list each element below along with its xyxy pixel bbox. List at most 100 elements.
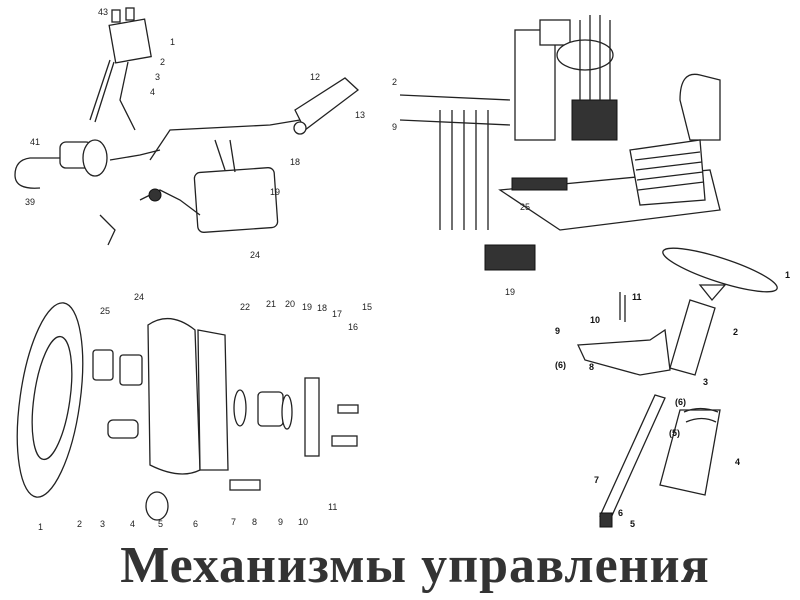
control-rods bbox=[439, 110, 489, 230]
callout-label: 17 bbox=[332, 309, 342, 319]
callout-label: 2 bbox=[160, 57, 165, 67]
seat-back bbox=[679, 73, 721, 141]
callout-label: 4 bbox=[735, 457, 740, 467]
boot-fold bbox=[683, 407, 719, 423]
callout-label: 8 bbox=[252, 517, 257, 527]
brake-line-main bbox=[149, 119, 301, 161]
callout-label: 2 bbox=[392, 77, 397, 87]
callout-label: 43 bbox=[98, 7, 108, 17]
callout-label: 10 bbox=[590, 315, 600, 325]
caliper-housing bbox=[147, 318, 201, 475]
brake-disc bbox=[16, 302, 84, 498]
callout-label: 8 bbox=[589, 362, 594, 372]
callout-label: 21 bbox=[266, 299, 276, 309]
lower-valve-bank bbox=[484, 244, 536, 271]
reservoir-tank bbox=[108, 18, 152, 64]
callout-label: 20 bbox=[285, 299, 295, 309]
bolts-11 bbox=[619, 292, 626, 322]
callout-label: 18 bbox=[290, 157, 300, 167]
callout-label: 4 bbox=[150, 87, 155, 97]
brake-booster bbox=[82, 139, 108, 177]
callout-label: 3 bbox=[100, 519, 105, 529]
wheel-hub bbox=[698, 284, 727, 302]
callout-label: 6 bbox=[193, 519, 198, 529]
disc-brake-caliper: 1 2 3 4 5 6 7 8 9 10 11 15 16 17 18 19 2… bbox=[16, 292, 372, 532]
valve-bank bbox=[571, 99, 618, 141]
bolt-15 bbox=[337, 404, 359, 414]
callout-label: (6) bbox=[675, 397, 686, 407]
callout-label: 39 bbox=[25, 197, 35, 207]
hydraulic-brake-system: 43 1 2 3 4 12 13 18 19 24 41 39 bbox=[14, 7, 365, 260]
callout-label: 3 bbox=[155, 72, 160, 82]
callout-label: (5) bbox=[669, 428, 680, 438]
callout-label: 6 bbox=[618, 508, 623, 518]
console-column bbox=[514, 29, 556, 141]
column-bracket bbox=[577, 328, 671, 376]
callout-label: 11 bbox=[328, 502, 337, 512]
steering-column: 1 2 3 4 (5) (6) 7 8 9 (6) 10 11 6 5 bbox=[555, 247, 790, 529]
callout-label: 1 bbox=[38, 522, 43, 532]
control-panel-assembly: 2 9 25 19 bbox=[392, 15, 721, 297]
callout-label: 13 bbox=[355, 110, 365, 120]
callout-label: 10 bbox=[298, 517, 308, 527]
control-levers bbox=[579, 15, 611, 100]
callout-label: 4 bbox=[130, 519, 135, 529]
callout-label: 1 bbox=[170, 37, 175, 47]
callout-label: 7 bbox=[231, 517, 236, 527]
brake-line bbox=[109, 149, 161, 161]
intermediate-shaft bbox=[599, 394, 666, 521]
reservoir-hose bbox=[89, 59, 115, 123]
page-title: Механизмы управления bbox=[120, 537, 710, 594]
callout-label: 2 bbox=[77, 519, 82, 529]
callout-label: 19 bbox=[505, 287, 515, 297]
guide-pin bbox=[107, 419, 139, 439]
piston bbox=[257, 391, 284, 427]
callout-label: 19 bbox=[302, 302, 312, 312]
callout-label: 18 bbox=[317, 303, 327, 313]
callout-label: 25 bbox=[520, 202, 530, 212]
callout-label: 22 bbox=[240, 302, 250, 312]
disc-bolt-circle bbox=[31, 335, 73, 461]
bracket-25 bbox=[92, 349, 114, 381]
callout-label: 19 bbox=[270, 187, 280, 197]
callout-label: 5 bbox=[630, 519, 635, 529]
callout-label: 15 bbox=[362, 302, 372, 312]
bolt-7 bbox=[229, 479, 261, 491]
linkage-rod bbox=[399, 94, 511, 126]
callout-label: 2 bbox=[733, 327, 738, 337]
bellows-fold bbox=[634, 151, 705, 191]
callout-label: 11 bbox=[632, 292, 642, 302]
universal-joint bbox=[599, 512, 613, 528]
callout-label: 24 bbox=[250, 250, 260, 260]
pedal-pivot bbox=[293, 121, 307, 135]
steering-wheel bbox=[662, 247, 778, 293]
callout-label: 9 bbox=[392, 122, 397, 132]
brake-valve bbox=[148, 188, 162, 202]
bolt-11 bbox=[331, 435, 358, 447]
callout-label: 25 bbox=[100, 306, 110, 316]
reservoir-cap bbox=[111, 9, 121, 23]
air-tank bbox=[193, 167, 279, 233]
instrument-cluster bbox=[539, 19, 571, 46]
steering-wheel-small bbox=[556, 39, 614, 71]
o-ring bbox=[145, 491, 169, 521]
callout-label: (6) bbox=[555, 360, 566, 370]
fitting bbox=[99, 214, 116, 246]
brake-pad bbox=[304, 377, 320, 457]
reservoir-cap bbox=[125, 7, 135, 21]
column-housing bbox=[669, 299, 716, 376]
brake-hose bbox=[14, 157, 60, 189]
callout-label: 9 bbox=[278, 517, 283, 527]
caliper-housing-half bbox=[197, 329, 229, 471]
brake-pedal bbox=[294, 77, 360, 131]
callout-label: 16 bbox=[348, 322, 358, 332]
callout-label: 24 bbox=[134, 292, 144, 302]
callout-label: 9 bbox=[555, 326, 560, 336]
callout-label: 5 bbox=[158, 519, 163, 529]
callout-label: 12 bbox=[310, 72, 320, 82]
callout-label: 7 bbox=[594, 475, 599, 485]
brake-line bbox=[119, 61, 136, 131]
pedal-group bbox=[511, 177, 568, 191]
callout-label: 3 bbox=[703, 377, 708, 387]
